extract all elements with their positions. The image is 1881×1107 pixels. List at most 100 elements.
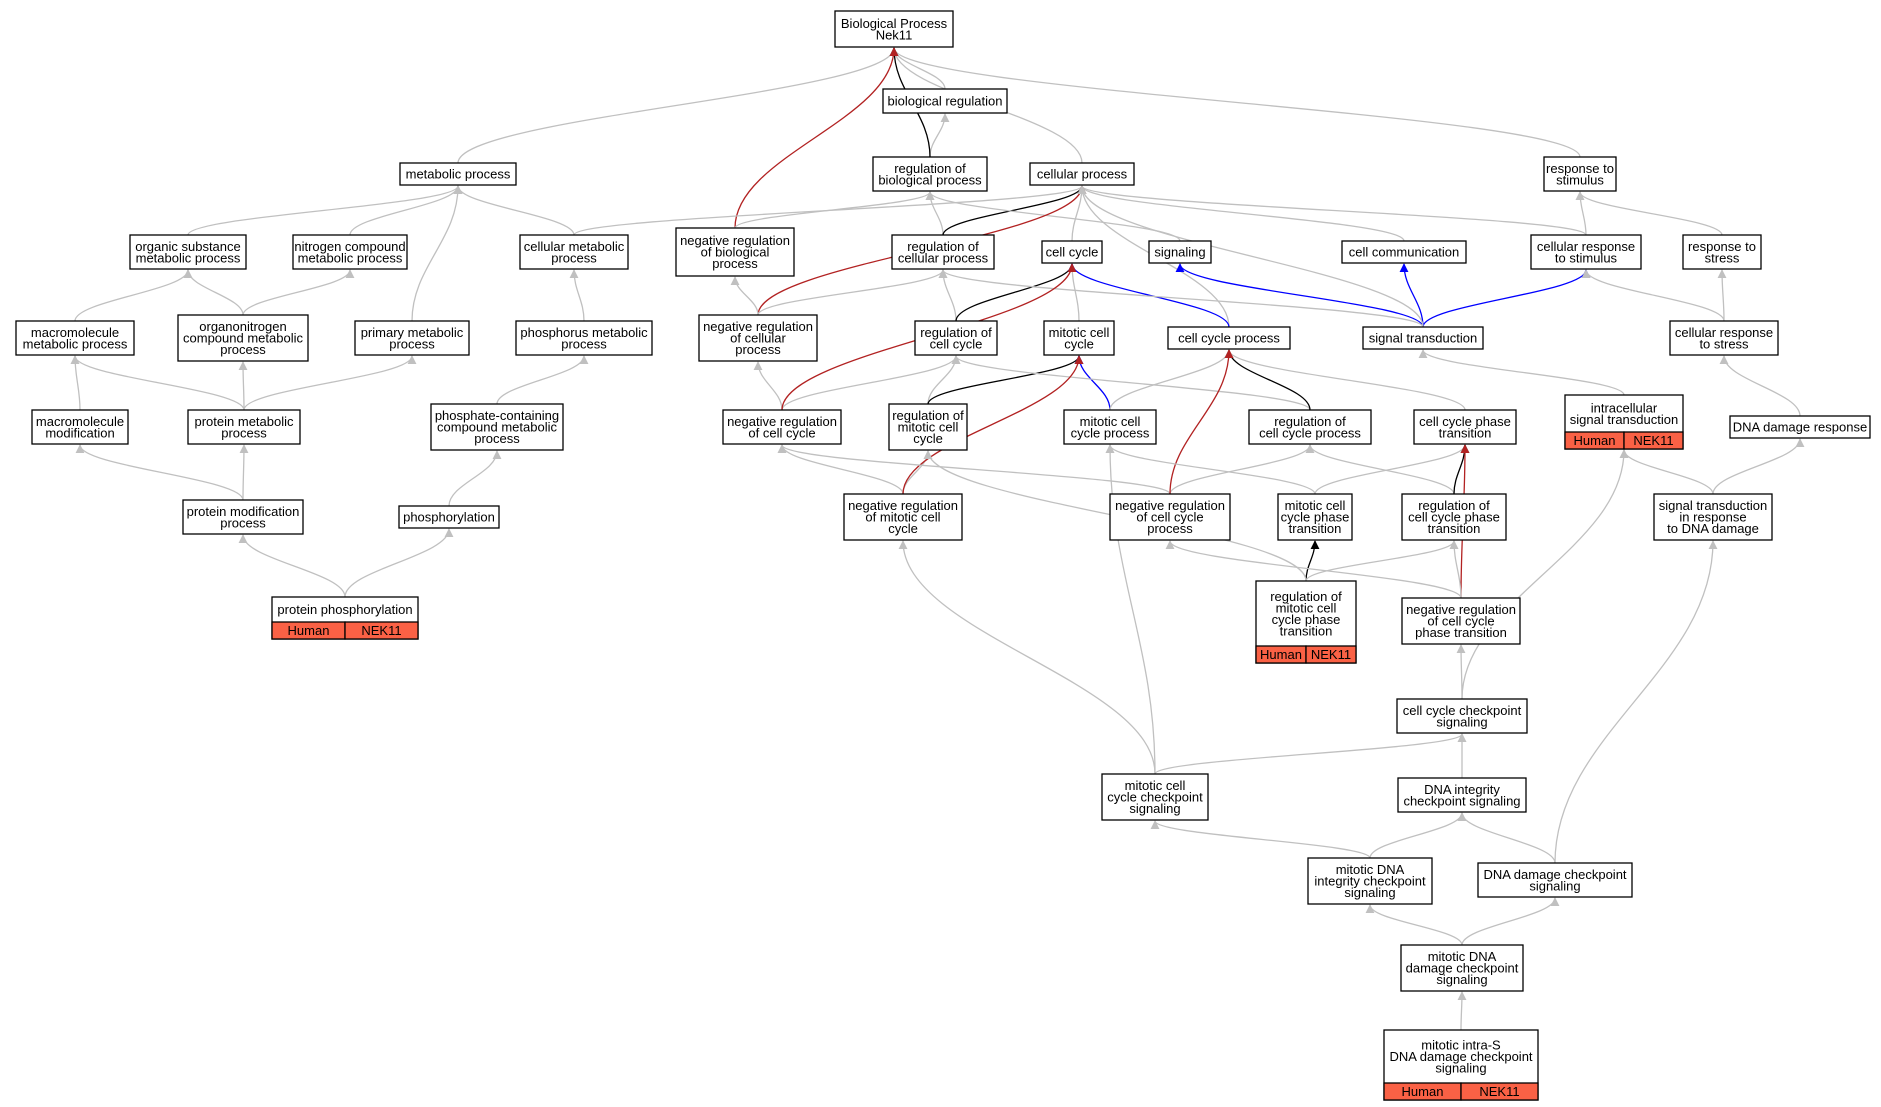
edge-protphos-to-phosph <box>344 528 454 598</box>
edge-sigtrans-to-cellproc <box>1077 185 1424 328</box>
edge-mitdnaint-to-dnaint <box>1369 812 1467 859</box>
node-label-line: mitotic DNA <box>1428 949 1497 964</box>
node-label-line: process <box>474 431 520 446</box>
node-label-line: of cell cycle <box>1136 510 1203 525</box>
node-box <box>891 234 995 270</box>
edge-metab-to-bp <box>457 47 899 164</box>
node-label-line: mitotic cell <box>1285 498 1346 513</box>
node-box <box>1669 320 1779 356</box>
node-box <box>1682 234 1762 270</box>
node-label-line: process <box>389 336 435 351</box>
node-label-line: DNA integrity <box>1424 782 1500 797</box>
annotation-gene: NEK11 <box>1479 1084 1519 1099</box>
node-ccproc[interactable]: cell cycle process <box>1167 326 1291 350</box>
node-label-line: negative regulation <box>1406 602 1516 617</box>
edge-protmetab-to-orgnitro <box>238 361 248 411</box>
node-label-line: modification <box>45 425 114 440</box>
edge-mitdnadmg-to-mitdnaint <box>1365 904 1463 946</box>
edge-mitccproc-to-mitcc <box>1074 355 1111 411</box>
node-label-line: damage checkpoint <box>1406 961 1519 976</box>
node-signaling[interactable]: signaling <box>1148 240 1212 264</box>
node-label-line: cycle checkpoint <box>1107 790 1203 805</box>
edge-negregmitcc-to-negregcc <box>777 444 904 495</box>
node-cellcomm[interactable]: cell communication <box>1341 240 1467 264</box>
node-label-line: signaling <box>1435 1061 1486 1076</box>
node-dnadmg[interactable]: DNA damage response <box>1729 415 1871 439</box>
node-bioreg[interactable]: biological regulation <box>882 88 1008 114</box>
edge-negregbio-to-bp <box>734 47 899 229</box>
node-metab[interactable]: metabolic process <box>399 162 517 186</box>
node-cellproc[interactable]: cellular process <box>1029 162 1135 186</box>
edge-sigtrans-to-cellcomm <box>1399 263 1424 328</box>
annotation-gene: NEK11 <box>361 623 401 638</box>
node-label-line: process <box>712 256 758 271</box>
edge-cellrespstress-to-respstress <box>1717 269 1727 322</box>
node-label-line: mitotic DNA <box>1336 862 1405 877</box>
node-label-line: organonitrogen <box>199 319 286 334</box>
node-label-line: mitotic cell <box>1080 414 1141 429</box>
node-sigtrans[interactable]: signal transduction <box>1362 326 1484 350</box>
edge-phoscont-to-phosmetab <box>496 355 589 405</box>
edge-cellrespstress-to-cellresp <box>1581 269 1725 322</box>
node-label-line: process <box>220 515 266 530</box>
node-label-line: cycle process <box>1071 425 1150 440</box>
edge-negregccphase-to-negregccproc <box>1165 540 1462 599</box>
node-label-line: signaling <box>1129 801 1180 816</box>
node-cellcycle[interactable]: cell cycle <box>1041 240 1103 264</box>
node-label-line: cell cycle phase <box>1419 414 1511 429</box>
node-label-line: signaling <box>1154 245 1205 260</box>
node-label-line: process <box>221 425 267 440</box>
node-label-line: DNA damage response <box>1733 420 1867 435</box>
node-label-line: to stress <box>1699 336 1749 351</box>
annotation-gene-cell <box>1305 645 1357 664</box>
edge-mitdnaint-to-mitccchk <box>1150 820 1371 859</box>
edge-respstress-to-respstim <box>1575 191 1723 236</box>
node-phosph[interactable]: phosphorylation <box>398 505 500 529</box>
node-box <box>698 314 818 362</box>
